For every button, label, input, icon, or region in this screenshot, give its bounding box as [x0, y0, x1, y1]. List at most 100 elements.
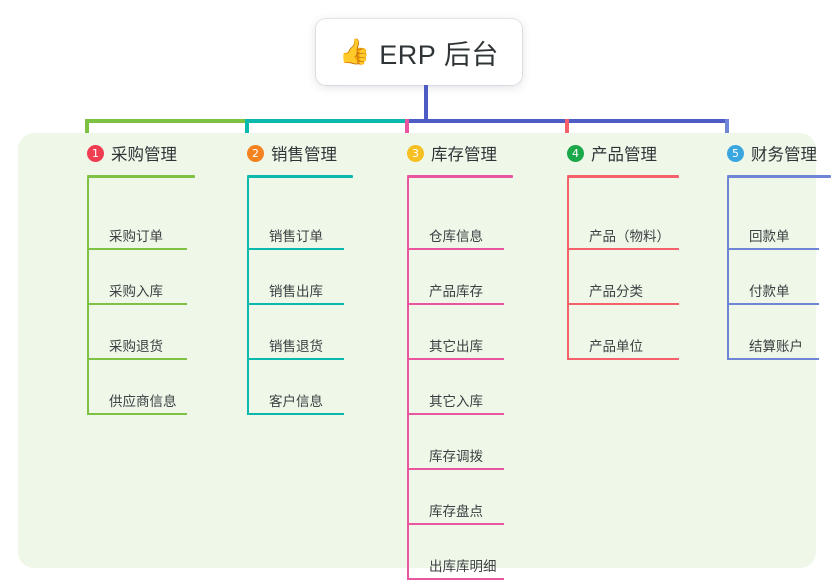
branch-column-1: 1 采购管理采购订单采购入库采购退货供应商信息	[87, 133, 247, 568]
branch-item-label: 库存盘点	[429, 504, 483, 519]
root-node-content: 👍 ERP 后台	[339, 33, 499, 72]
branch-item[interactable]: 销售订单	[247, 195, 344, 250]
branch-title-1: 采购管理	[111, 146, 177, 164]
branch-column-3: 3 库存管理仓库信息产品库存其它出库其它入库库存调拨库存盘点出库库明细	[407, 133, 564, 580]
branch-item-underline	[567, 303, 679, 305]
branch-item-label: 其它出库	[429, 339, 483, 354]
branch-column-2: 2 销售管理销售订单销售出库销售退货客户信息	[247, 133, 404, 568]
branch-title-2: 销售管理	[271, 146, 337, 164]
branch-item-underline	[727, 303, 819, 305]
branch-item-label: 销售出库	[269, 284, 323, 299]
branch-item[interactable]: 其它入库	[407, 360, 504, 415]
branch-header-3[interactable]: 3 库存管理	[407, 141, 497, 165]
branch-item-underline	[567, 358, 679, 360]
branch-item-underline	[247, 358, 344, 360]
branch-underline-4	[567, 175, 679, 178]
branch-item-label: 产品单位	[589, 339, 643, 354]
branch-header-2[interactable]: 2 销售管理	[247, 141, 337, 165]
branch-spine-1	[87, 178, 89, 415]
branch-item-underline	[407, 303, 504, 305]
branch-item-label: 仓库信息	[429, 229, 483, 244]
branch-title-3: 库存管理	[431, 146, 497, 164]
branch-item-label: 付款单	[749, 284, 790, 299]
branch-item[interactable]: 产品单位	[567, 305, 679, 360]
branch-item-label: 产品分类	[589, 284, 643, 299]
branch-underline-2	[247, 175, 353, 178]
branch-item-label: 产品库存	[429, 284, 483, 299]
branch-title-4: 产品管理	[591, 146, 657, 164]
branch-item-underline	[247, 413, 344, 415]
branch-item[interactable]: 产品分类	[567, 250, 679, 305]
branch-item[interactable]: 销售退货	[247, 305, 344, 360]
branch-title-5: 财务管理	[751, 146, 817, 164]
branch-number-badge-3: 3	[407, 144, 424, 162]
branch-spine-3	[407, 178, 409, 580]
branch-item-underline	[247, 303, 344, 305]
branch-item[interactable]: 客户信息	[247, 360, 344, 415]
branch-item-label: 采购订单	[109, 229, 163, 244]
branch-item-underline	[407, 358, 504, 360]
branch-number-badge-1: 1	[87, 144, 104, 162]
branch-item-underline	[87, 303, 187, 305]
branch-item-underline	[567, 248, 679, 250]
branch-item[interactable]: 产品（物料）	[567, 195, 679, 250]
branch-item-underline	[727, 358, 819, 360]
branch-item-underline	[407, 248, 504, 250]
branch-item[interactable]: 其它出库	[407, 305, 504, 360]
branch-item-label: 出库库明细	[429, 559, 497, 574]
branch-item-label: 销售退货	[269, 339, 323, 354]
branch-item-underline	[407, 578, 504, 580]
thumbs-up-icon: 👍	[339, 37, 371, 66]
branch-item[interactable]: 供应商信息	[87, 360, 187, 415]
branch-column-4: 4 产品管理产品（物料） 产品分类产品单位	[567, 133, 739, 568]
branch-item-underline	[407, 468, 504, 470]
branch-item[interactable]: 销售出库	[247, 250, 344, 305]
branch-number-badge-5: 5	[727, 144, 744, 162]
branch-spine-2	[247, 178, 249, 415]
branch-item-underline	[87, 413, 187, 415]
branch-item[interactable]: 付款单	[727, 250, 819, 305]
branch-item[interactable]: 库存盘点	[407, 470, 504, 525]
root-stem	[424, 85, 428, 123]
branch-item-underline	[727, 248, 819, 250]
branch-item[interactable]: 产品库存	[407, 250, 504, 305]
branch-item-label: 采购退货	[109, 339, 163, 354]
root-node[interactable]: 👍 ERP 后台	[316, 19, 522, 85]
branch-item-underline	[247, 248, 344, 250]
branch-item-label: 回款单	[749, 229, 790, 244]
root-node-title: ERP 后台	[379, 39, 499, 70]
branch-item[interactable]: 采购入库	[87, 250, 187, 305]
branch-header-1[interactable]: 1 采购管理	[87, 141, 177, 165]
branch-item-label: 产品（物料）	[589, 229, 670, 244]
branch-item-label: 库存调拨	[429, 449, 483, 464]
branch-item-label: 其它入库	[429, 394, 483, 409]
branch-item-label: 采购入库	[109, 284, 163, 299]
branch-underline-3	[407, 175, 513, 178]
branch-item[interactable]: 仓库信息	[407, 195, 504, 250]
branches-panel: 1 采购管理采购订单采购入库采购退货供应商信息 2 销售管理销售订单销售出库销售退货客…	[18, 133, 831, 580]
branch-item[interactable]: 结算账户	[727, 305, 819, 360]
branch-item-label: 供应商信息	[109, 394, 177, 409]
branch-item[interactable]: 采购订单	[87, 195, 187, 250]
branch-underline-5	[727, 175, 831, 178]
branch-spine-5	[727, 178, 729, 360]
branch-item[interactable]: 采购退货	[87, 305, 187, 360]
branch-item-label: 客户信息	[269, 394, 323, 409]
branch-item[interactable]: 出库库明细	[407, 525, 504, 580]
branch-header-5[interactable]: 5 财务管理	[727, 141, 817, 165]
bus-segment-mid	[245, 119, 407, 123]
branch-number-badge-2: 2	[247, 144, 264, 162]
branch-header-4[interactable]: 4 产品管理	[567, 141, 657, 165]
branch-item-underline	[407, 523, 504, 525]
bus-segment-left	[85, 119, 247, 123]
branch-underline-1	[87, 175, 195, 178]
branch-item[interactable]: 回款单	[727, 195, 819, 250]
branch-number-badge-4: 4	[567, 144, 584, 162]
branch-spine-4	[567, 178, 569, 360]
branch-item-underline	[87, 358, 187, 360]
branch-item-label: 结算账户	[749, 339, 803, 354]
branch-item[interactable]: 库存调拨	[407, 415, 504, 470]
branch-item-underline	[407, 413, 504, 415]
branch-column-5: 5 财务管理回款单付款单结算账户	[727, 133, 839, 568]
